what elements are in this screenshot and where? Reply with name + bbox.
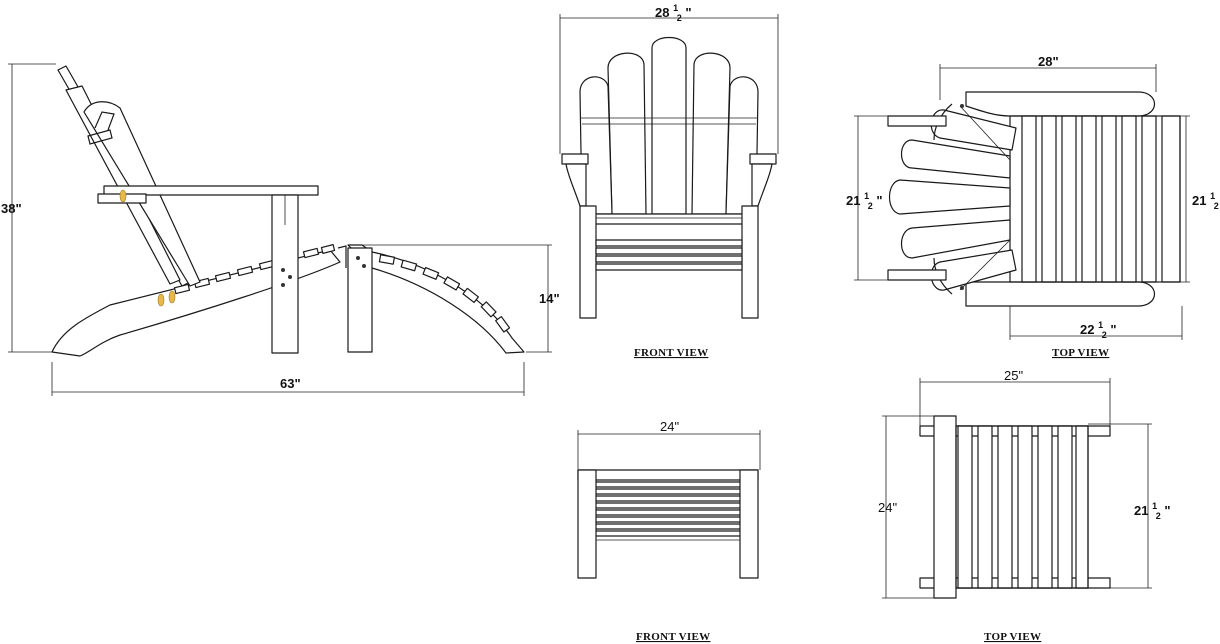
- ottoman-front-top: [577, 469, 759, 481]
- dim-chair-top-right-depth: [1156, 115, 1190, 283]
- ottoman-side-body: [347, 244, 525, 354]
- chair-top-lower-arm: [965, 281, 1155, 307]
- ottoman-top-inner-depth-label: 21 1 2 ": [1134, 497, 1171, 522]
- ottoman-front-view: 24" FRONT VIEW: [577, 419, 761, 643]
- ottoman-front-width-label: 24": [660, 419, 679, 434]
- chair-front-view: 28 1 2 " FRONT VIEW: [559, 0, 779, 359]
- chair-front-back-slats: [579, 36, 759, 215]
- dim-chair-top-seat-width: [1009, 306, 1183, 340]
- chair-front-left-arm: [561, 153, 589, 165]
- dim-chair-top-width: [939, 64, 1157, 100]
- chair-side-armrest: [103, 185, 319, 196]
- side-height-label: 38": [1, 201, 22, 216]
- dim-ottoman-top-inner-depth: [1088, 423, 1152, 589]
- dim-length-63: [51, 362, 525, 396]
- dim-ottoman-front-width: [577, 430, 761, 470]
- dim-chair-top-left-depth: [854, 115, 888, 281]
- chair-front-right-leg: [741, 205, 759, 319]
- chair-top-right-depth-label: 21 1 2 ": [1192, 187, 1220, 212]
- dim-ottoman-height-14: [362, 244, 552, 353]
- dim-chair-front-width: [559, 14, 779, 154]
- dim-ottoman-top-width: [919, 378, 1111, 426]
- chair-front-seat: [585, 213, 753, 225]
- ottoman-top-left-frame: [933, 415, 957, 599]
- ottoman-front-right-leg: [739, 469, 759, 579]
- chair-top-back-slats: [888, 103, 1017, 295]
- chair-top-width-label: 28": [1038, 54, 1059, 69]
- chair-top-seat-slats: [1009, 115, 1181, 283]
- chair-top-left-depth-label: 21 1 2 ": [846, 187, 883, 212]
- chair-top-upper-arm: [965, 91, 1155, 117]
- side-view: 38" 63" 14": [1, 63, 560, 396]
- ottoman-side-leg: [347, 247, 373, 353]
- ottoman-front-left-leg: [577, 469, 597, 579]
- ottoman-top-width-label: 25": [1004, 368, 1023, 383]
- dim-height-38: [8, 63, 56, 353]
- chair-top-seat-width-label: 22 1 2 ": [1080, 316, 1117, 341]
- chair-top-view: 28" 21 1 2 " 21 1 2 " 22: [846, 54, 1220, 359]
- ottoman-top-depth-label: 24": [878, 500, 897, 515]
- ottoman-top-caption: TOP VIEW: [984, 631, 1041, 643]
- ottoman-front-slats: [585, 481, 751, 537]
- side-length-label: 63": [280, 376, 301, 391]
- ottoman-top-view: 25" 24" 21 1 2 " TOP VIEW: [878, 368, 1171, 643]
- chair-front-caption: FRONT VIEW: [634, 347, 708, 359]
- chair-front-right-arm: [749, 153, 777, 165]
- chair-side-runner: [51, 249, 341, 357]
- ottoman-front-caption: FRONT VIEW: [636, 631, 710, 643]
- chair-front-width-label: 28 1 2 ": [655, 0, 692, 24]
- dim-ottoman-top-depth: [882, 415, 934, 599]
- chair-front-left-leg: [579, 205, 597, 319]
- ottoman-top-slats: [955, 425, 1089, 589]
- ottoman-height-label: 14": [539, 291, 560, 306]
- chair-top-caption: TOP VIEW: [1052, 347, 1109, 359]
- ottoman-slats-side: [378, 254, 511, 333]
